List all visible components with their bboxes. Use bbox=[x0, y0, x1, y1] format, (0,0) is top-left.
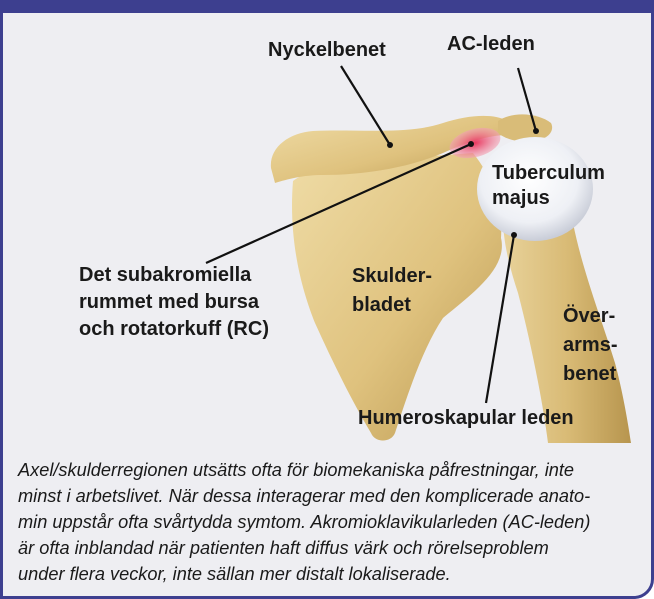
acromion-bone bbox=[498, 114, 552, 141]
leader-dot-nyckelbenet bbox=[387, 142, 393, 148]
label-ac-leden: AC-leden bbox=[447, 32, 535, 57]
leader-dot-subakromiella bbox=[468, 141, 474, 147]
label-skulderbladet: Skulder- bladet bbox=[352, 262, 432, 320]
leader-dot-ac-leden bbox=[533, 128, 539, 134]
label-subakromiella-rummet: Det subakromiella rummet med bursa och r… bbox=[79, 262, 269, 343]
label-tuberculum-majus: Tuberculum majus bbox=[492, 161, 605, 211]
leader-dot-humeroskapular bbox=[511, 232, 517, 238]
label-humeroskapular-leden: Humeroskapular leden bbox=[358, 406, 574, 431]
label-overarmsbenet: Över- arms- benet bbox=[563, 302, 617, 389]
label-nyckelbenet: Nyckelbenet bbox=[268, 38, 386, 63]
figure-caption: Axel/skulderregionen utsätts ofta för bi… bbox=[18, 457, 643, 587]
